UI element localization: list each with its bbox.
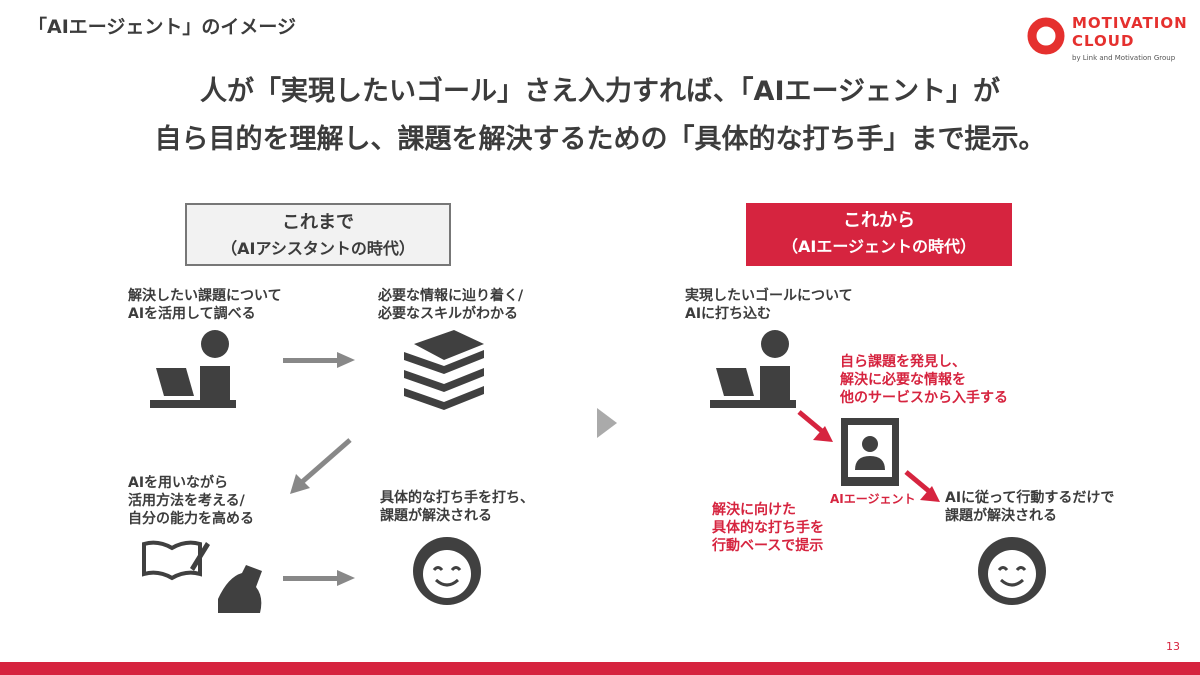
agent-label: AIエージェント <box>830 492 916 506</box>
red-arrow-icon <box>904 470 940 502</box>
before-step1: 解決したい課題について AIを活用して調べる <box>128 288 282 322</box>
person-laptop-icon <box>150 330 236 408</box>
logo: MOTIVATION CLOUD by Link and Motivation … <box>1022 12 1192 68</box>
logo-ring-icon <box>1027 17 1065 55</box>
footer-bar <box>0 662 1200 675</box>
arrow-down-left-icon <box>290 438 352 494</box>
transition-arrow-icon <box>597 408 617 438</box>
agent-output-text: 解決に向けた 具体的な打ち手を 行動ベースで提示 <box>712 502 824 554</box>
book-pen-icon <box>142 540 210 581</box>
logo-text: CLOUD <box>1072 32 1135 50</box>
headline: 人が「実現したいゴール」さえ入力すれば、「AIエージェント」が 自ら目的を理解し… <box>0 68 1200 164</box>
books-icon <box>404 330 484 410</box>
ai-agent-portrait-icon <box>841 418 899 486</box>
before-title: これまで <box>282 212 354 233</box>
arrow-right-icon <box>283 570 355 586</box>
before-header-box: これまで （AIアシスタントの時代） <box>185 203 451 266</box>
after-title: これから <box>843 210 915 231</box>
before-step4: 具体的な打ち手を打ち、 課題が解決される <box>380 490 534 524</box>
headline-line2: 自ら目的を理解し、課題を解決するための「具体的な打ち手」まで提示。 <box>154 124 1046 155</box>
after-result-text: AIに従って行動するだけで 課題が解決される <box>945 490 1115 524</box>
after-subtitle: （AIエージェントの時代） <box>781 237 977 256</box>
page-number: 13 <box>1166 640 1180 653</box>
arrow-right-icon <box>283 352 355 368</box>
headline-line1: 人が「実現したいゴール」さえ入力すれば、「AIエージェント」が <box>200 76 1000 107</box>
before-step2: 必要な情報に辿り着く/ 必要なスキルがわかる <box>378 288 524 322</box>
person-laptop-icon <box>710 330 796 408</box>
logo-text: MOTIVATION <box>1072 14 1188 32</box>
smiley-icon <box>978 537 1046 605</box>
before-subtitle: （AIアシスタントの時代） <box>221 239 415 258</box>
red-arrow-icon <box>797 410 833 442</box>
before-step3: AIを用いながら 活用方法を考える/ 自分の能力を高める <box>128 475 254 527</box>
smiley-icon <box>413 537 481 605</box>
after-header-box: これから （AIエージェントの時代） <box>746 203 1012 266</box>
muscle-arm-icon <box>218 565 262 613</box>
after-step1: 実現したいゴールについて AIに打ち込む <box>685 288 853 322</box>
logo-subtext: by Link and Motivation Group <box>1072 54 1176 62</box>
agent-action-text: 自ら課題を発見し、 解決に必要な情報を 他のサービスから入手する <box>840 354 1008 406</box>
section-title: 「AIエージェント」のイメージ <box>28 16 297 38</box>
